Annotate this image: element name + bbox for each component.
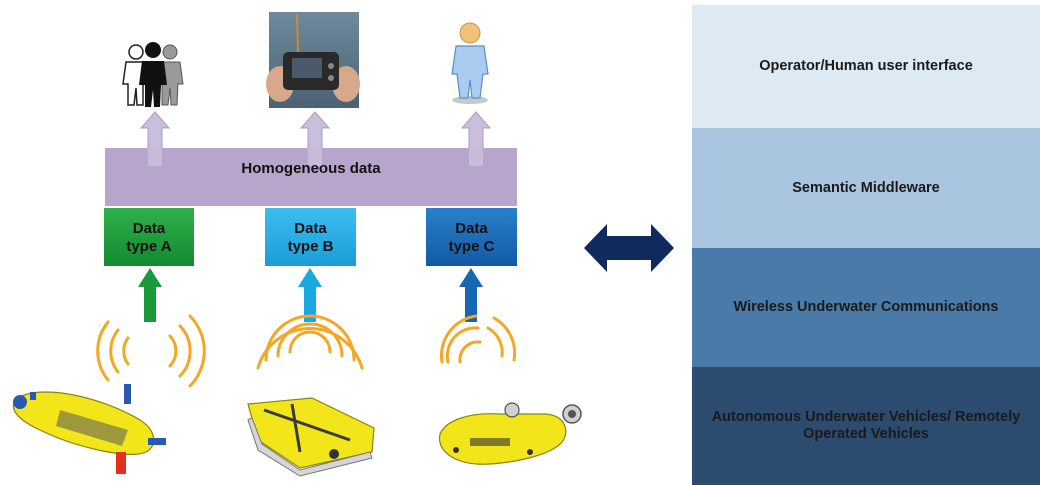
up-arrow-shafts-overlay	[148, 148, 483, 166]
layer-stack	[692, 5, 1040, 485]
arrow-to-type-b	[298, 268, 322, 322]
people-group-icon	[122, 42, 184, 107]
signal-waves-icon	[96, 314, 517, 388]
rov-yellow-icon	[439, 402, 582, 465]
data-type-a-label: Data type A	[126, 220, 172, 255]
operator-person-icon	[451, 22, 489, 104]
signal-waves-left	[96, 314, 206, 388]
data-type-b-label: Data type B	[287, 220, 334, 255]
data-type-c-label: Data type C	[448, 220, 495, 255]
layer-operator	[692, 5, 1040, 128]
layer-wireless-comms-label: Wireless Underwater Communications	[733, 299, 999, 315]
arrow-to-type-a	[138, 268, 162, 322]
data-type-a-box	[104, 208, 194, 266]
layer-vehicles-label: Autonomous Underwater Vehicles/ Remotely…	[711, 409, 1021, 442]
auv-yellow-icon	[12, 384, 166, 474]
arrow-to-type-c	[459, 268, 483, 322]
data-type-c-box	[426, 208, 517, 266]
layer-wireless-comms	[692, 248, 1040, 367]
layer-operator-label: Operator/Human user interface	[759, 58, 973, 74]
remote-controller-photo-icon	[266, 12, 360, 108]
layer-vehicles	[692, 367, 1040, 485]
data-type-b-box	[265, 208, 356, 266]
layer-semantic-middleware-label: Semantic Middleware	[792, 179, 940, 196]
layer-semantic-middleware	[692, 128, 1040, 248]
signal-waves-right	[440, 314, 517, 364]
homogeneous-data-label: Homogeneous data	[241, 160, 381, 177]
signal-waves-middle	[256, 314, 364, 370]
glider-yellow-icon	[247, 397, 375, 477]
double-arrow-icon	[584, 224, 674, 272]
lower-arrows	[138, 268, 483, 322]
